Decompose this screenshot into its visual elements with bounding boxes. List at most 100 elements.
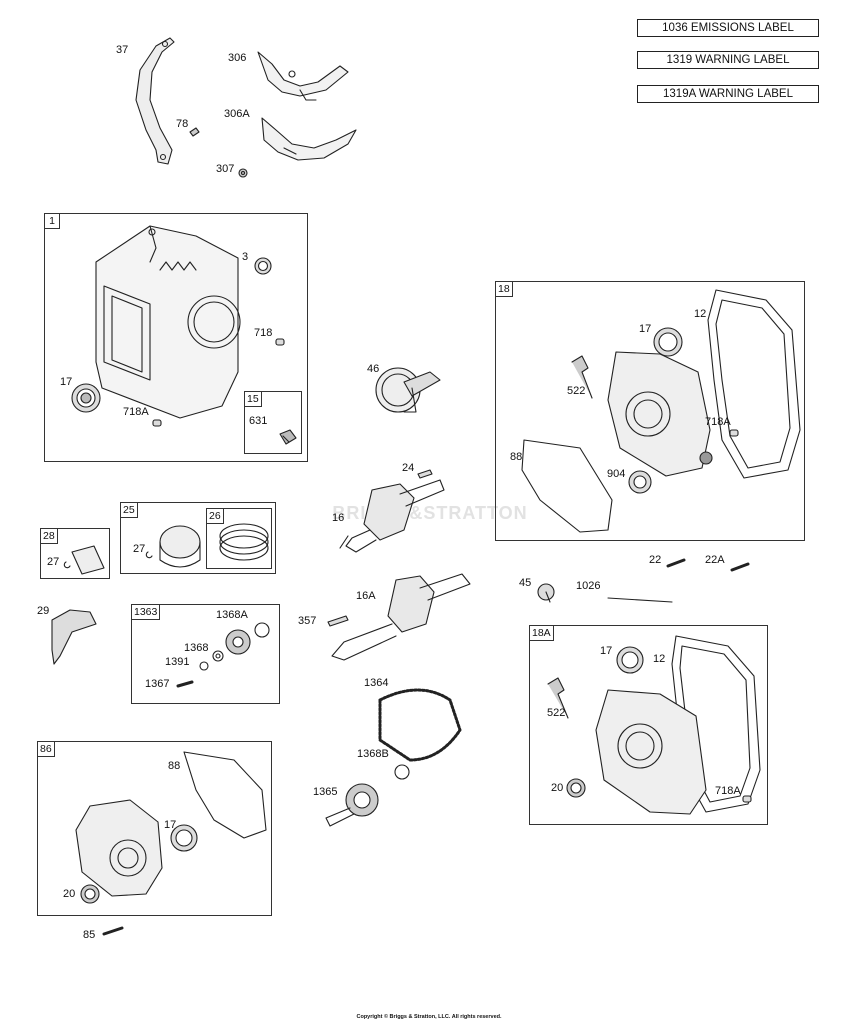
label-part-16a: 16A (356, 590, 376, 602)
label-part-307: 307 (216, 163, 235, 175)
group-tag-26: 26 (206, 508, 224, 524)
group-tag-15: 15 (244, 391, 262, 407)
breather-part-631 (279, 429, 297, 445)
group-box-1363: 1363 (131, 604, 280, 704)
label-part-904: 904 (607, 468, 626, 480)
crankshaft-part-16 (339, 479, 445, 553)
group-tag-28: 28 (40, 528, 58, 544)
label-part-718a-18: 718A (705, 416, 731, 428)
warning-label-a-legend: 1319A WARNING LABEL (637, 85, 819, 103)
bearing-part-904 (628, 470, 652, 494)
piston-pin-part-28 (71, 545, 105, 575)
screw-part-78 (189, 127, 200, 137)
label-part-522-18: 522 (567, 385, 586, 397)
label-part-1391: 1391 (165, 656, 190, 668)
retainer-part-27-25 (145, 551, 153, 559)
seal-part-20-86 (80, 884, 100, 904)
piston-rings-part-26 (219, 523, 269, 561)
label-part-12-18: 12 (694, 308, 707, 320)
label-part-1368b: 1368B (357, 748, 389, 760)
ring-part-1368-outer (254, 622, 270, 638)
bearing-part-17-18a (616, 646, 644, 674)
label-part-17-86: 17 (164, 819, 177, 831)
pin-part-718a-engine (152, 419, 162, 427)
group-box-18: 18 (495, 281, 805, 541)
label-part-24: 24 (402, 462, 415, 474)
label-part-20-18a: 20 (551, 782, 564, 794)
key-part-24 (417, 469, 433, 479)
washer-part-1368 (212, 650, 224, 662)
label-part-1368a: 1368A (216, 609, 248, 621)
label-part-17-engine: 17 (60, 376, 73, 388)
bearing-part-17-18 (653, 327, 683, 357)
engine-block-part-1 (95, 225, 241, 419)
group-tag-1: 1 (44, 213, 60, 229)
group-box-15: 15 (244, 391, 302, 454)
shield-part-306 (257, 51, 349, 101)
label-part-88-18: 88 (510, 451, 523, 463)
bolt-part-1367 (176, 680, 194, 688)
gasket-part-12-18 (707, 289, 801, 479)
group-box-25: 25 (120, 502, 276, 574)
group-tag-86: 86 (37, 741, 55, 757)
camshaft-part-46 (375, 367, 441, 413)
label-part-1364: 1364 (364, 677, 389, 689)
label-part-3: 3 (242, 251, 249, 263)
label-part-37: 37 (116, 44, 129, 56)
label-part-17-18a: 17 (600, 645, 613, 657)
group-tag-1363: 1363 (131, 604, 161, 620)
governor-part-45 (537, 583, 555, 603)
dipstick-part-522-18 (571, 355, 593, 399)
dipstick-part-522-18a (547, 677, 569, 719)
group-tag-18: 18 (495, 281, 513, 297)
label-part-46: 46 (367, 363, 380, 375)
shield-part-306a (261, 117, 357, 161)
label-part-45: 45 (519, 577, 532, 589)
bearing-part-17-engine (71, 383, 101, 413)
group-box-86: 86 (37, 741, 272, 916)
emissions-label-legend: 1036 EMISSIONS LABEL (637, 19, 819, 37)
group-tag-18a: 18A (529, 625, 554, 641)
crankcase-cover-part-18a (595, 689, 707, 815)
label-part-16: 16 (332, 512, 345, 524)
nut-part-307 (238, 168, 248, 178)
label-part-1368: 1368 (184, 642, 209, 654)
label-part-718a-18a: 718A (715, 785, 741, 797)
group-box-1: 1 (44, 213, 308, 462)
label-part-1365: 1365 (313, 786, 338, 798)
group-box-28: 28 (40, 528, 110, 579)
ring-part-1368b (394, 764, 410, 780)
bolt-part-22a (730, 562, 750, 572)
label-part-85: 85 (83, 929, 96, 941)
label-part-522-18a: 522 (547, 707, 566, 719)
label-part-1026: 1026 (576, 580, 601, 592)
label-part-29: 29 (37, 605, 50, 617)
label-part-22: 22 (649, 554, 662, 566)
copyright-notice: Copyright © Briggs & Stratton, LLC. All … (356, 1014, 502, 1020)
label-part-27-25: 27 (133, 543, 146, 555)
group-box-18a: 18A (529, 625, 768, 825)
label-part-20-86: 20 (63, 888, 76, 900)
seal-part-3 (254, 257, 272, 275)
pin-part-718 (275, 338, 285, 346)
pin-part-718a-18a (742, 795, 752, 803)
gearcase-cover-part-86 (75, 799, 163, 897)
group-box-26: 26 (206, 508, 272, 569)
bolt-part-22 (666, 558, 686, 568)
label-part-631: 631 (249, 415, 268, 427)
label-part-306: 306 (228, 52, 247, 64)
label-part-88-86: 88 (168, 760, 181, 772)
bolt-part-85 (102, 926, 124, 936)
label-part-357: 357 (298, 615, 317, 627)
air-guide-bracket-part-37 (135, 37, 175, 165)
bearing-part-17-86 (170, 824, 198, 852)
label-part-22a: 22A (705, 554, 725, 566)
retainer-part-27-28 (63, 561, 71, 569)
piston-part-25 (159, 525, 201, 568)
connecting-rod-part-29 (51, 609, 97, 665)
label-part-1367: 1367 (145, 678, 170, 690)
governor-shaft-part-1026 (607, 597, 673, 603)
group-tag-25: 25 (120, 502, 138, 518)
timing-chain-part-1364 (378, 688, 462, 762)
